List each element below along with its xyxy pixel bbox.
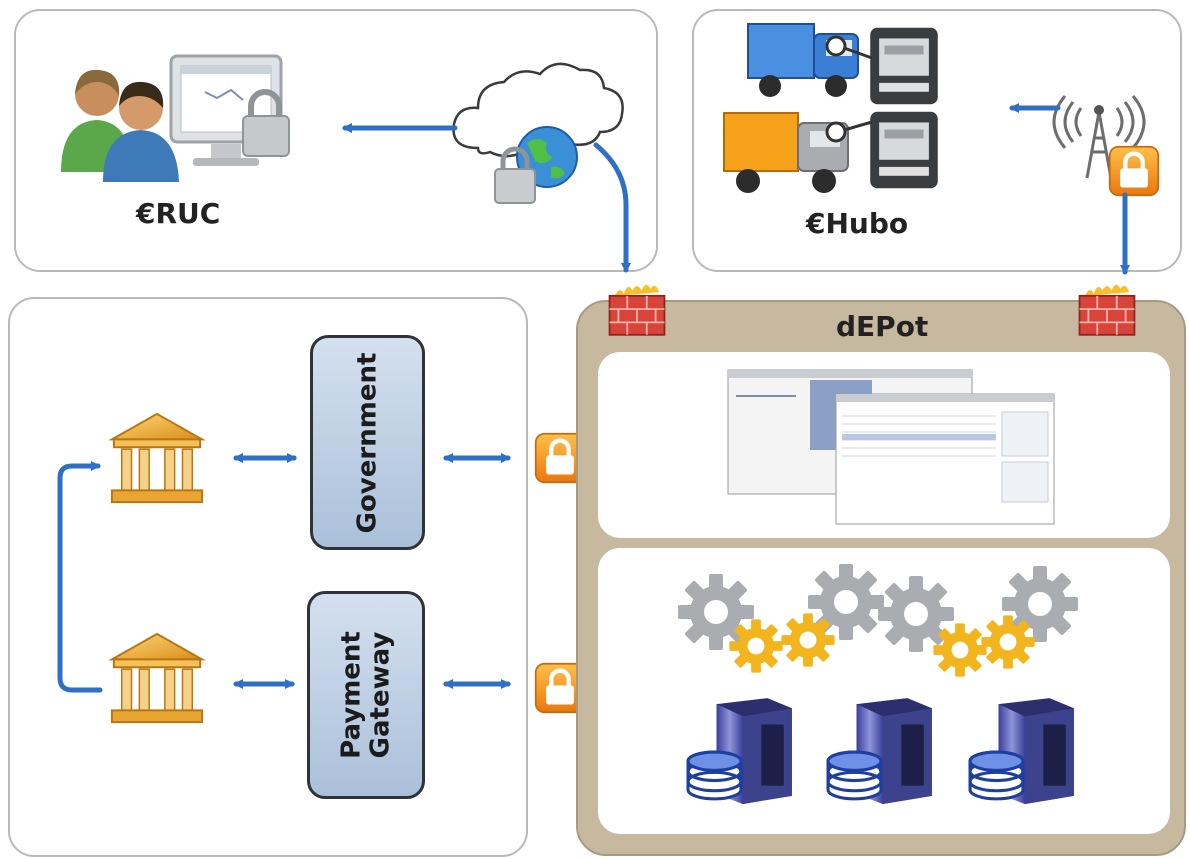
computer-lock-icon: [165, 52, 300, 180]
government-box: Government: [310, 335, 425, 550]
users-icon: [55, 62, 185, 182]
antenna-tower-icon: [1052, 92, 1146, 182]
globe-lock-icon: [487, 113, 587, 208]
ehubo-label: €Hubo: [806, 207, 909, 240]
screenshot-icon: [726, 366, 1056, 528]
eruc-label: €RUC: [136, 197, 221, 230]
arrow-globe-to-depot: [593, 142, 631, 273]
banks-panel: [8, 297, 528, 857]
meter-connector-icon: [825, 35, 874, 144]
truck-icon: [746, 18, 866, 103]
payment-gateway-box: Payment Gateway: [307, 591, 425, 799]
arrow-bank-loop: [57, 461, 103, 693]
depot-title: dEPot: [836, 310, 929, 343]
